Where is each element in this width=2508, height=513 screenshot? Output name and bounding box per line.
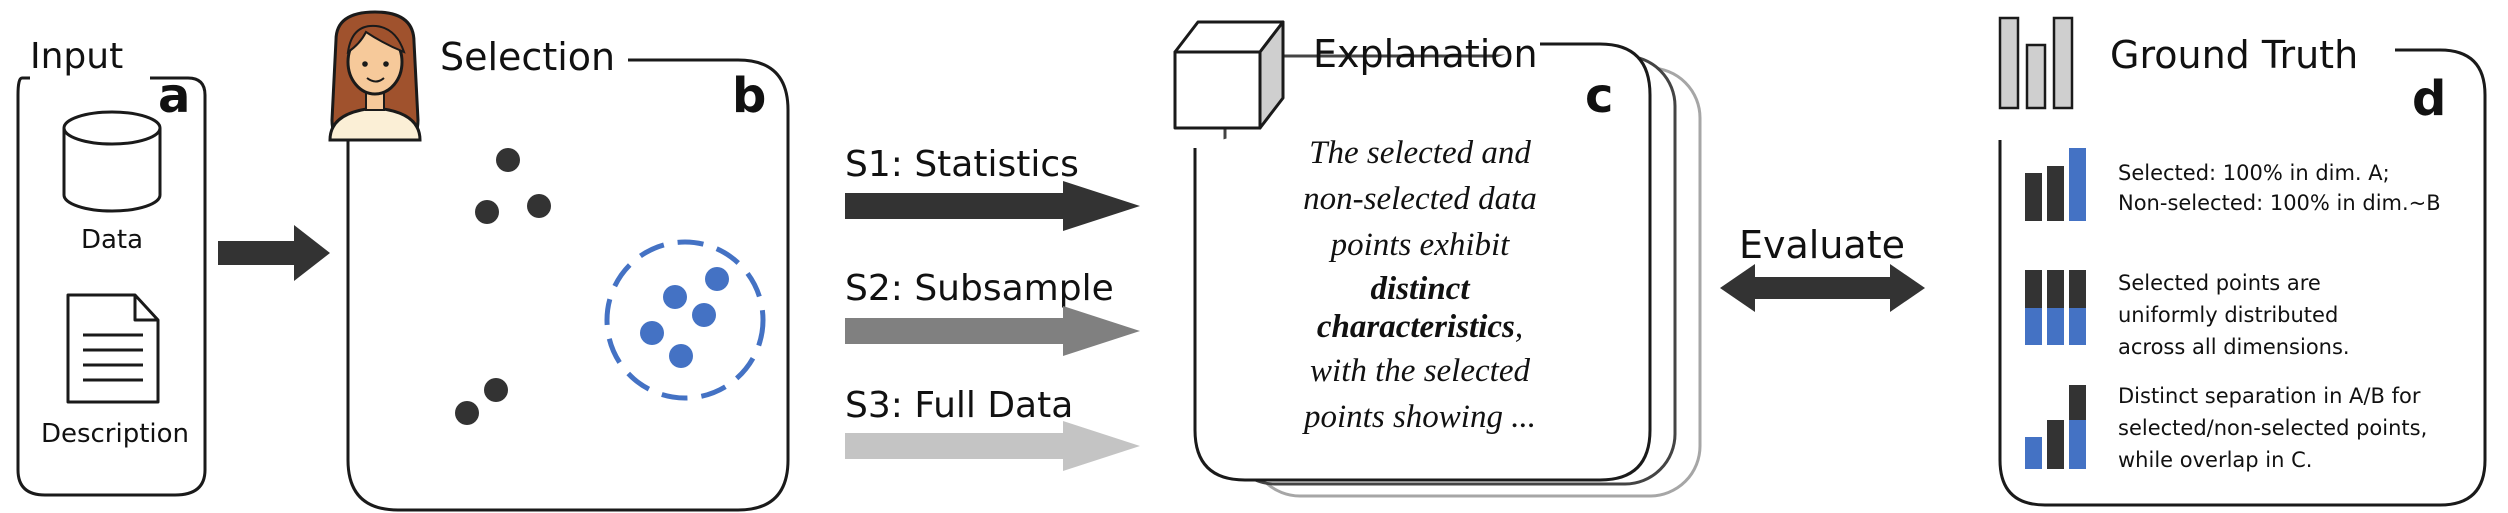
strategy-s2-label: S2: Subsample [845,268,1114,309]
gt-item-line: uniformly distributed [2118,303,2338,327]
data-point [475,200,499,224]
selected-data-point [640,321,664,345]
input-panel-frame [16,76,207,497]
strategy-s1: S1: Statistics [845,144,1140,231]
strategy-s2: S2: Subsample [845,268,1140,356]
selection-lasso [604,239,766,401]
strategy-s3-label: S3: Full Data [845,385,1073,426]
selected-data-point [663,285,687,309]
gt-item-3-glyph [2025,385,2086,469]
gt-item-line: across all dimensions. [2118,335,2350,359]
selection-panel-frame [346,58,790,512]
strategy-s1-label: S1: Statistics [845,144,1079,185]
ground-truth-panel: Ground Truth d Selected: 100% in dim. A;… [1998,16,2487,507]
input-title: Input [30,36,123,77]
explanation-emphasis: distinct [1370,271,1470,307]
explanation-emphasis-line: characteristics, [1317,309,1523,345]
explanation-line: points exhibit [1329,227,1511,263]
gt-item-2-text: Selected points are uniformly distribute… [2118,271,2350,359]
strategy-s2-arrow-shaft [845,318,1065,344]
database-icon [62,110,162,213]
data-point [484,378,508,402]
explanation-line: The selected and [1309,135,1531,171]
gt-item-1-glyph [2025,148,2086,221]
explanation-text: The selected and non-selected data point… [1302,135,1537,435]
gt-item-2-glyph [2025,270,2086,345]
evaluate-label: Evaluate [1739,223,1905,267]
gt-item-line: Non-selected: 100% in dim.~B [2118,191,2441,215]
strategy-s3: S3: Full Data [845,385,1140,471]
explanation-punctuation: , [1515,309,1523,345]
selection-panel: Selection b [328,10,790,512]
panel-letter-b: b [732,68,766,124]
gt-item-line: while overlap in C. [2118,448,2312,472]
person-avatar-icon [328,10,422,142]
selected-data-point [669,344,693,368]
explanation-title: Explanation [1313,32,1538,76]
selected-data-point [705,267,729,291]
panel-letter-d: d [2412,71,2446,127]
data-point [455,401,479,425]
explanation-panel: Explanation c The selected and non-selec… [1173,20,1702,498]
arrow-input-to-selection [218,225,330,281]
unselected-points [455,148,551,425]
panel-letter-a: a [158,68,190,124]
strategy-s3-arrow-head [1063,421,1140,471]
gt-item-3-text: Distinct separation in A/B for selected/… [2118,384,2427,472]
selected-points [640,267,729,368]
explanation-emphasis: characteristics [1317,309,1515,345]
ground-truth-panel-frame [1998,48,2487,507]
gt-item-line: Distinct separation in A/B for [2118,384,2421,408]
ground-truth-title: Ground Truth [2110,33,2358,77]
description-label: Description [41,419,189,449]
explanation-line: non-selected data [1303,181,1537,217]
strategy-s2-arrow-head [1063,306,1140,356]
evaluate-arrow: Evaluate [1720,223,1925,312]
data-label: Data [81,225,143,255]
gt-item-line: selected/non-selected points, [2118,416,2427,440]
explanation-card-front [1193,42,1652,482]
input-panel: Input a Data Description [16,36,207,497]
selected-data-point [692,303,716,327]
gt-item-1-text: Selected: 100% in dim. A; Non-selected: … [2118,161,2441,215]
strategy-s3-arrow-shaft [845,433,1065,459]
strategy-s1-arrow-head [1063,181,1140,231]
document-icon [66,293,160,404]
panel-letter-c: c [1585,68,1613,124]
cube-icon [1173,20,1285,130]
strategy-s1-arrow-shaft [845,193,1065,219]
data-point [496,148,520,172]
explanation-line: with the selected [1310,353,1530,389]
explanation-line: points showing ... [1302,399,1536,435]
data-point [527,194,551,218]
bar-chart-icon [1998,16,2074,110]
selection-title: Selection [440,35,615,79]
gt-item-line: Selected: 100% in dim. A; [2118,161,2390,185]
gt-item-line: Selected points are [2118,271,2321,295]
